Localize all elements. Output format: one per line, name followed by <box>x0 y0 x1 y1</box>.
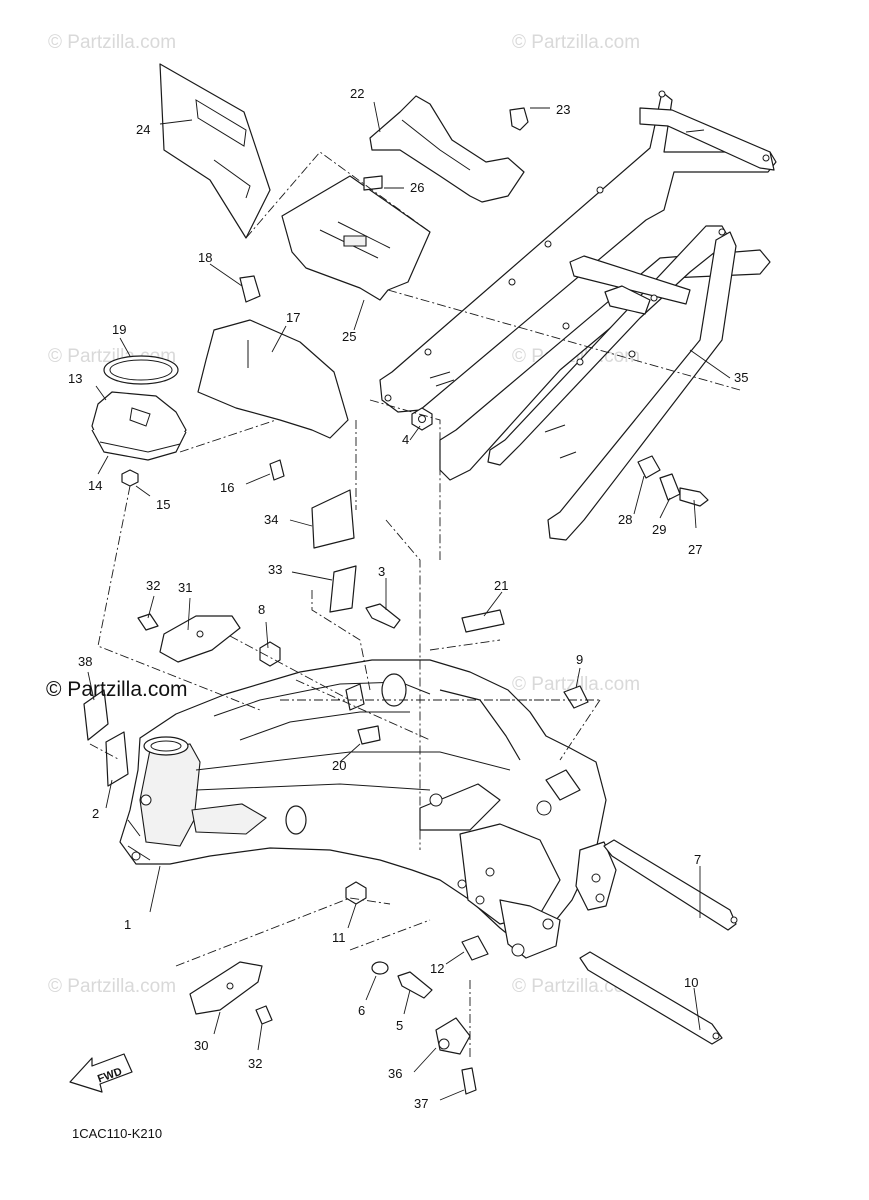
assembly-lines <box>89 151 741 1060</box>
rear-bracket-22 <box>369 95 529 203</box>
washer-6 <box>371 961 389 975</box>
bolt-3 <box>365 603 401 629</box>
callout-2: 2 <box>92 806 99 821</box>
callout-32-upper: 32 <box>146 578 160 593</box>
callout-35: 35 <box>734 370 748 385</box>
watermark-top-right: © Partzilla.com <box>512 32 640 53</box>
watermark-bottom-left: © Partzilla.com <box>48 976 176 997</box>
callout-29: 29 <box>652 522 666 537</box>
tail-light-assembly <box>91 391 285 487</box>
plate-33 <box>329 565 357 613</box>
callout-33: 33 <box>268 562 282 577</box>
callout-7: 7 <box>694 852 701 867</box>
callout-31: 31 <box>178 580 192 595</box>
side-plate-31 <box>137 613 241 663</box>
callout-16: 16 <box>220 480 234 495</box>
bolt-32-upper <box>137 613 159 631</box>
callout-25: 25 <box>342 329 356 344</box>
bolt-10 <box>579 951 723 1045</box>
callout-13: 13 <box>68 371 82 386</box>
callout-32-lower: 32 <box>248 1056 262 1071</box>
collar-12 <box>461 935 489 961</box>
labels-2-38 <box>83 689 129 787</box>
callout-6: 6 <box>358 1003 365 1018</box>
label-38 <box>83 689 109 741</box>
leader-lines <box>87 101 731 1101</box>
callout-1: 1 <box>124 917 131 932</box>
collar-28 <box>637 455 661 479</box>
heat-shield-17 <box>103 275 349 439</box>
watermark-top-left: © Partzilla.com <box>48 32 176 53</box>
callout-36: 36 <box>388 1066 402 1081</box>
callout-10: 10 <box>684 975 698 990</box>
plates-33-34 <box>311 489 357 613</box>
callout-23: 23 <box>556 102 570 117</box>
tray-25 <box>281 175 431 301</box>
callout-5: 5 <box>396 1018 403 1033</box>
plate-34 <box>311 489 355 549</box>
callout-21: 21 <box>494 578 508 593</box>
watermark-strong: © Partzilla.com <box>46 678 188 701</box>
bolt-27 <box>679 487 709 507</box>
callout-26: 26 <box>410 180 424 195</box>
callout-11: 11 <box>332 930 346 945</box>
callout-37: 37 <box>414 1096 428 1111</box>
bracket-21 <box>461 609 505 633</box>
callout-28: 28 <box>618 512 632 527</box>
nut-15 <box>121 469 139 487</box>
callout-20: 20 <box>332 758 346 773</box>
ring-19 <box>103 355 179 385</box>
collar-11 <box>345 881 367 905</box>
callout-19: 19 <box>112 322 126 337</box>
bushing-29 <box>659 473 681 501</box>
engine-mount-bolts <box>579 839 738 1045</box>
subframe-mount-hardware <box>411 407 709 507</box>
callout-8: 8 <box>258 602 265 617</box>
callout-9: 9 <box>576 652 583 667</box>
seat-plate-24 <box>159 63 271 239</box>
collar-9 <box>563 685 589 709</box>
diagram-code: 1CAC110-K210 <box>72 1126 162 1141</box>
clamp-18 <box>239 275 261 303</box>
callout-27: 27 <box>688 542 702 557</box>
bracket-20 <box>357 725 381 745</box>
callout-4: 4 <box>402 432 409 447</box>
label-2 <box>105 731 129 787</box>
callout-3: 3 <box>378 564 385 579</box>
bolt-23 <box>509 107 529 131</box>
bolt-5 <box>397 971 433 999</box>
callout-labels: 1 2 3 4 5 6 7 8 9 10 11 12 13 14 15 16 1… <box>68 86 748 1111</box>
screw-16 <box>269 459 285 481</box>
fwd-arrow-icon: FWD <box>69 1053 133 1093</box>
cover-26 <box>363 175 383 191</box>
callout-15: 15 <box>156 497 170 512</box>
callout-34: 34 <box>264 512 278 527</box>
callout-12: 12 <box>430 961 444 976</box>
callout-14: 14 <box>88 478 102 493</box>
plate-30 <box>189 961 263 1015</box>
bolt-37 <box>461 1067 477 1095</box>
callout-22: 22 <box>350 86 364 101</box>
main-frame <box>119 659 617 959</box>
callout-30: 30 <box>194 1038 208 1053</box>
bolt-32-lower <box>255 1005 273 1025</box>
lower-hardware <box>189 881 489 1095</box>
callout-24: 24 <box>136 122 150 137</box>
callout-38: 38 <box>78 654 92 669</box>
rear-subframe <box>379 90 777 541</box>
callout-17: 17 <box>286 310 300 325</box>
callout-18: 18 <box>198 250 212 265</box>
watermark-lower-right: © Partzilla.com <box>512 674 640 695</box>
bolt-7 <box>603 839 737 931</box>
